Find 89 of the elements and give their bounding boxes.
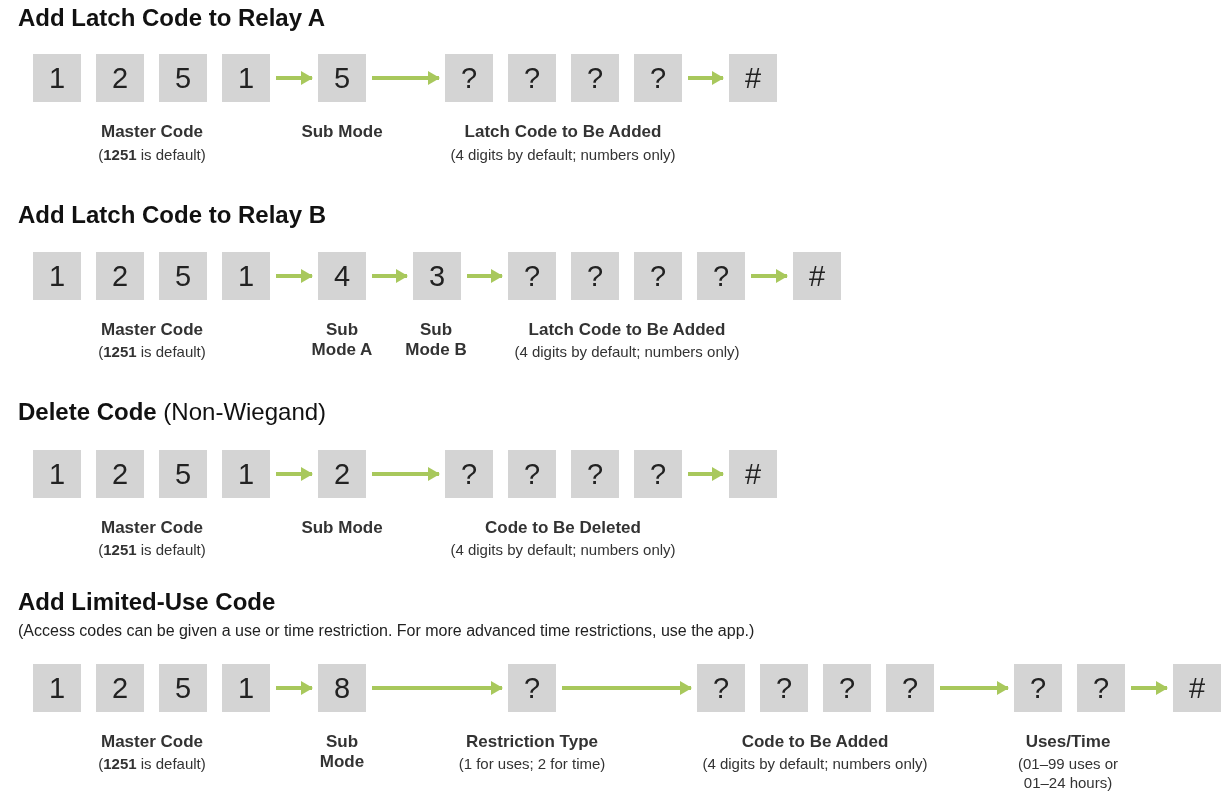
keypad-key: 2 xyxy=(96,450,144,498)
caption-note: (4 digits by default; numbers only) xyxy=(701,754,929,773)
keypad-key: ? xyxy=(571,252,619,300)
caption-label: Master Code xyxy=(100,320,204,340)
note-text: (Access codes can be given a use or time restriction. For more advanced time restrictions, use the app.) xyxy=(18,622,755,640)
arrow xyxy=(372,71,440,85)
keypad-key: ? xyxy=(634,252,682,300)
keypad-key: ? xyxy=(634,450,682,498)
keypad-key: ? xyxy=(508,664,556,712)
arrow xyxy=(688,467,724,481)
keypad-key: ? xyxy=(571,54,619,102)
keypad-key: ? xyxy=(445,54,493,102)
caption-label: Master Code xyxy=(100,732,204,752)
arrow xyxy=(467,269,503,283)
keypad-key: # xyxy=(729,54,777,102)
caption-note: (1251 is default) xyxy=(97,342,207,361)
keypad-key: # xyxy=(729,450,777,498)
caption-label: Master Code xyxy=(100,122,204,142)
caption-label: Sub Mode B xyxy=(404,320,468,360)
caption-label: Sub Mode xyxy=(318,732,366,772)
keypad-key: 1 xyxy=(33,664,81,712)
keypad-key: 2 xyxy=(96,54,144,102)
keypad-key: 5 xyxy=(159,450,207,498)
caption-label: Sub Mode xyxy=(300,518,384,538)
keypad-key: ? xyxy=(823,664,871,712)
arrow xyxy=(688,71,724,85)
caption-note: (1251 is default) xyxy=(97,754,207,773)
arrow xyxy=(1131,681,1168,695)
keypad-key: # xyxy=(1173,664,1221,712)
keypad-key: 1 xyxy=(33,54,81,102)
arrow xyxy=(372,269,408,283)
keypad-key: ? xyxy=(508,54,556,102)
keypad-key: ? xyxy=(508,450,556,498)
keypad-key: 5 xyxy=(318,54,366,102)
caption-label: Master Code xyxy=(100,518,204,538)
keypad-key: # xyxy=(793,252,841,300)
keypad-key: ? xyxy=(1014,664,1062,712)
section-heading: Delete Code (Non-Wiegand) xyxy=(18,398,327,426)
keypad-key: 5 xyxy=(159,664,207,712)
keypad-key: 5 xyxy=(159,252,207,300)
section-heading: Add Limited-Use Code xyxy=(18,588,276,616)
keypad-key: ? xyxy=(508,252,556,300)
keypad-key: 1 xyxy=(33,450,81,498)
caption-note: (1251 is default) xyxy=(97,145,207,164)
caption-note: (4 digits by default; numbers only) xyxy=(513,342,741,361)
keypad-key: 3 xyxy=(413,252,461,300)
keypad-key: 2 xyxy=(96,664,144,712)
caption-note: (4 digits by default; numbers only) xyxy=(449,540,677,559)
arrow xyxy=(372,681,503,695)
keypad-key: 1 xyxy=(33,252,81,300)
caption-label: Uses/Time xyxy=(1024,732,1112,752)
keypad-key: ? xyxy=(1077,664,1125,712)
caption-note: (4 digits by default; numbers only) xyxy=(449,145,677,164)
arrow xyxy=(940,681,1009,695)
arrow xyxy=(372,467,440,481)
arrow xyxy=(276,681,313,695)
caption-label: Latch Code to Be Added xyxy=(527,320,727,340)
keypad-key: 2 xyxy=(96,252,144,300)
keypad-key: ? xyxy=(886,664,934,712)
section-heading: Add Latch Code to Relay A xyxy=(18,4,326,32)
arrow xyxy=(276,269,313,283)
keypad-key: 1 xyxy=(222,664,270,712)
caption-label: Sub Mode xyxy=(300,122,384,142)
keypad-key: 1 xyxy=(222,54,270,102)
section-heading: Add Latch Code to Relay B xyxy=(18,201,327,229)
caption-label: Latch Code to Be Added xyxy=(463,122,663,142)
keypad-key: ? xyxy=(697,664,745,712)
keypad-key: ? xyxy=(697,252,745,300)
arrow xyxy=(276,71,313,85)
caption-label: Sub Mode A xyxy=(310,320,374,360)
arrow xyxy=(276,467,313,481)
keypad-key: 1 xyxy=(222,252,270,300)
arrow xyxy=(751,269,788,283)
keypad-key: ? xyxy=(571,450,619,498)
keypad-key: ? xyxy=(760,664,808,712)
keypad-key: 1 xyxy=(222,450,270,498)
caption-label: Code to Be Deleted xyxy=(484,518,642,538)
keypad-key: 8 xyxy=(318,664,366,712)
caption-label: Restriction Type xyxy=(465,732,599,752)
caption-note: (1 for uses; 2 for time) xyxy=(457,754,607,773)
keypad-key: 5 xyxy=(159,54,207,102)
keypad-key: ? xyxy=(445,450,493,498)
keypad-key: 4 xyxy=(318,252,366,300)
keypad-key: 2 xyxy=(318,450,366,498)
keypad-key: ? xyxy=(634,54,682,102)
caption-label: Code to Be Added xyxy=(740,732,890,752)
arrow xyxy=(562,681,692,695)
caption-note: (01–99 uses or 01–24 hours) xyxy=(1016,754,1120,792)
caption-note: (1251 is default) xyxy=(97,540,207,559)
